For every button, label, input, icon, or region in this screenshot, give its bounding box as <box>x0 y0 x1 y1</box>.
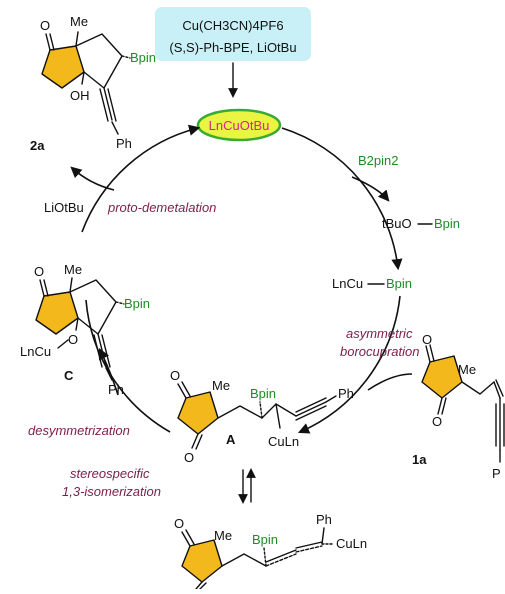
svg-text:O: O <box>174 516 184 531</box>
svg-text:O: O <box>432 414 442 429</box>
b2pin2-in-arrow <box>351 176 390 202</box>
1a-in-arrow <box>367 373 413 391</box>
catalyst-box <box>155 7 311 61</box>
tbuo-bpin-prefix: tBuO <box>382 216 412 231</box>
compound-1a: O O Me P 1a <box>412 332 505 481</box>
svg-text:Me: Me <box>212 378 230 393</box>
svg-text:Bpin: Bpin <box>252 532 278 547</box>
svg-text:OH: OH <box>70 88 90 103</box>
svg-text:O: O <box>68 332 78 347</box>
catalyst-line-2: (S,S)-Ph-BPE, LiOtBu <box>169 40 296 55</box>
c-to-desym-arrow <box>98 347 119 396</box>
svg-text:Ph: Ph <box>108 382 124 397</box>
svg-text:Bpin: Bpin <box>250 386 276 401</box>
step-stereospecific: stereospecific <box>70 466 150 481</box>
svg-text:Ph: Ph <box>116 136 132 151</box>
catalyst-line-1: Cu(CH3CN)4PF6 <box>182 18 283 33</box>
cycle-arc-left <box>81 124 201 233</box>
svg-text:CuLn: CuLn <box>336 536 367 551</box>
lncu-bpin-boron: Bpin <box>386 276 412 291</box>
svg-text:Me: Me <box>70 14 88 29</box>
step-desymmetrization: desymmetrization <box>28 423 130 438</box>
svg-text:CuLn: CuLn <box>268 434 299 449</box>
compound-allenyl-isomer: O Me Bpin Ph CuLn <box>174 512 367 590</box>
svg-text:Me: Me <box>64 262 82 277</box>
svg-text:Bpin: Bpin <box>124 296 150 311</box>
cycle-arc-right <box>297 295 401 434</box>
svg-text:O: O <box>422 332 432 347</box>
lio-out-arrow <box>70 166 115 191</box>
svg-text:O: O <box>184 450 194 465</box>
compound-2a: O Me OH Bpin Ph 2a <box>30 14 156 153</box>
svg-text:A: A <box>226 432 236 447</box>
svg-text:Ph: Ph <box>338 386 354 401</box>
compound-a: O O Me Bpin CuLn Ph A <box>170 368 354 465</box>
svg-text:Me: Me <box>214 528 232 543</box>
active-catalyst-label: LnCuOtBu <box>209 118 270 133</box>
cycle-arc-top-right <box>281 127 403 271</box>
svg-text:2a: 2a <box>30 138 45 153</box>
svg-text:LnCu: LnCu <box>20 344 51 359</box>
step-isomerization: 1,3-isomerization <box>62 484 161 499</box>
svg-text:C: C <box>64 368 74 383</box>
tbuo-bpin-boron: Bpin <box>434 216 460 231</box>
lio-tbu-label: LiOtBu <box>44 200 84 215</box>
svg-text:Ph: Ph <box>316 512 332 527</box>
lncu-bpin-prefix: LnCu <box>332 276 363 291</box>
svg-text:1a: 1a <box>412 452 427 467</box>
step-borocupration: borocupration <box>340 344 420 359</box>
compound-c: O Me O LnCu Bpin Ph C <box>20 262 150 397</box>
svg-text:Me: Me <box>458 362 476 377</box>
cycle-arc-bottom-left <box>85 299 171 433</box>
svg-text:O: O <box>40 18 50 33</box>
svg-text:O: O <box>170 368 180 383</box>
svg-text:P: P <box>492 466 501 481</box>
svg-text:O: O <box>34 264 44 279</box>
step-asymmetric: asymmetric <box>346 326 413 341</box>
step-proto-demetalation: proto-demetalation <box>107 200 216 215</box>
svg-text:Bpin: Bpin <box>130 50 156 65</box>
b2pin2-label: B2pin2 <box>358 153 398 168</box>
